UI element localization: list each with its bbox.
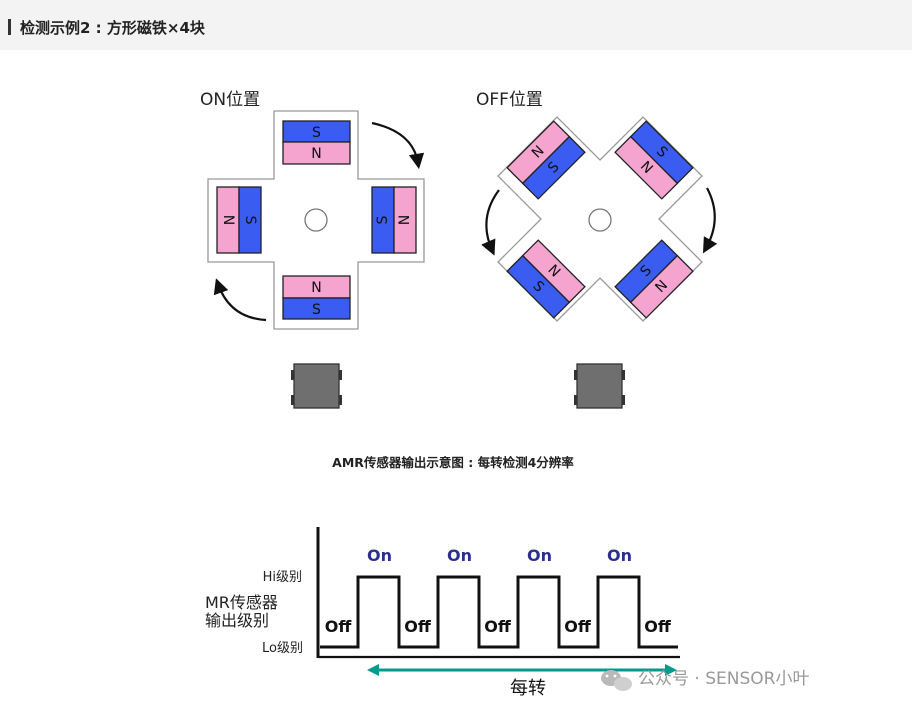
svg-text:N: N	[311, 280, 321, 296]
off-state-label-4: Off	[484, 617, 512, 636]
off-position-panel: OFF位置 N S S N N S S N	[476, 90, 718, 409]
on-position-panel: ON位置 S N N S N S S N	[200, 90, 425, 409]
svg-text:S: S	[242, 216, 258, 225]
svg-text:N: N	[397, 215, 413, 225]
wechat-icon	[601, 670, 632, 691]
per-rotation-arrowhead-left	[367, 664, 379, 676]
on-center-hub	[304, 208, 328, 232]
svg-text:S: S	[312, 125, 321, 141]
section-title: 检测示例2 : 方形磁铁×4块	[20, 19, 205, 37]
output-signal-line	[320, 575, 678, 649]
on-magnet-top: S N	[282, 120, 351, 165]
off-center-hub	[588, 208, 612, 232]
off-position-label: OFF位置	[476, 90, 543, 110]
header-accent-bar	[8, 19, 11, 35]
watermark-text: 公众号 · SENSOR小叶	[638, 669, 809, 689]
y-axis-label-line1: MR传感器	[205, 593, 278, 612]
on-amr-sensor	[291, 363, 342, 409]
y-tick-hi: Hi级别	[263, 570, 302, 585]
off-magnet-upper-left: N S	[506, 120, 586, 200]
chart-caption: AMR传感器输出示意图 : 每转检测4分辨率	[332, 455, 574, 470]
on-state-label-5: On	[527, 546, 552, 565]
on-rotation-arrow-top	[371, 121, 425, 170]
y-tick-lo: Lo级别	[262, 641, 303, 656]
off-rotation-arrow-left	[481, 189, 500, 256]
off-magnet-lower-left: N S	[506, 239, 586, 319]
off-state-label-6: Off	[564, 617, 592, 636]
off-state-label-2: Off	[404, 617, 432, 636]
off-rotation-arrow-right	[702, 187, 718, 254]
off-state-label-0: Off	[325, 617, 353, 636]
svg-text:N: N	[220, 215, 236, 225]
section-header: 检测示例2 : 方形磁铁×4块	[0, 0, 912, 50]
on-state-label-1: On	[367, 546, 392, 565]
per-rotation-arrowhead-right	[665, 664, 677, 676]
off-magnet-lower-right: S N	[614, 239, 694, 319]
off-state-label-8: Off	[644, 617, 672, 636]
svg-text:N: N	[311, 146, 321, 162]
on-position-label: ON位置	[200, 90, 260, 110]
on-rotation-arrow-bottom	[213, 278, 267, 322]
y-axis-label-line2: 输出级别	[205, 611, 269, 630]
on-state-label-3: On	[447, 546, 472, 565]
on-magnet-right: S N	[371, 186, 417, 254]
on-magnet-left: N S	[216, 186, 262, 254]
off-amr-sensor	[574, 363, 625, 409]
on-state-label-7: On	[607, 546, 632, 565]
svg-text:S: S	[375, 215, 391, 224]
on-magnet-bottom: N S	[282, 275, 351, 320]
x-axis-label: 每转	[510, 678, 546, 699]
svg-text:S: S	[312, 302, 321, 318]
watermark: 公众号 · SENSOR小叶	[601, 669, 809, 691]
off-magnet-upper-right: S N	[614, 120, 694, 200]
